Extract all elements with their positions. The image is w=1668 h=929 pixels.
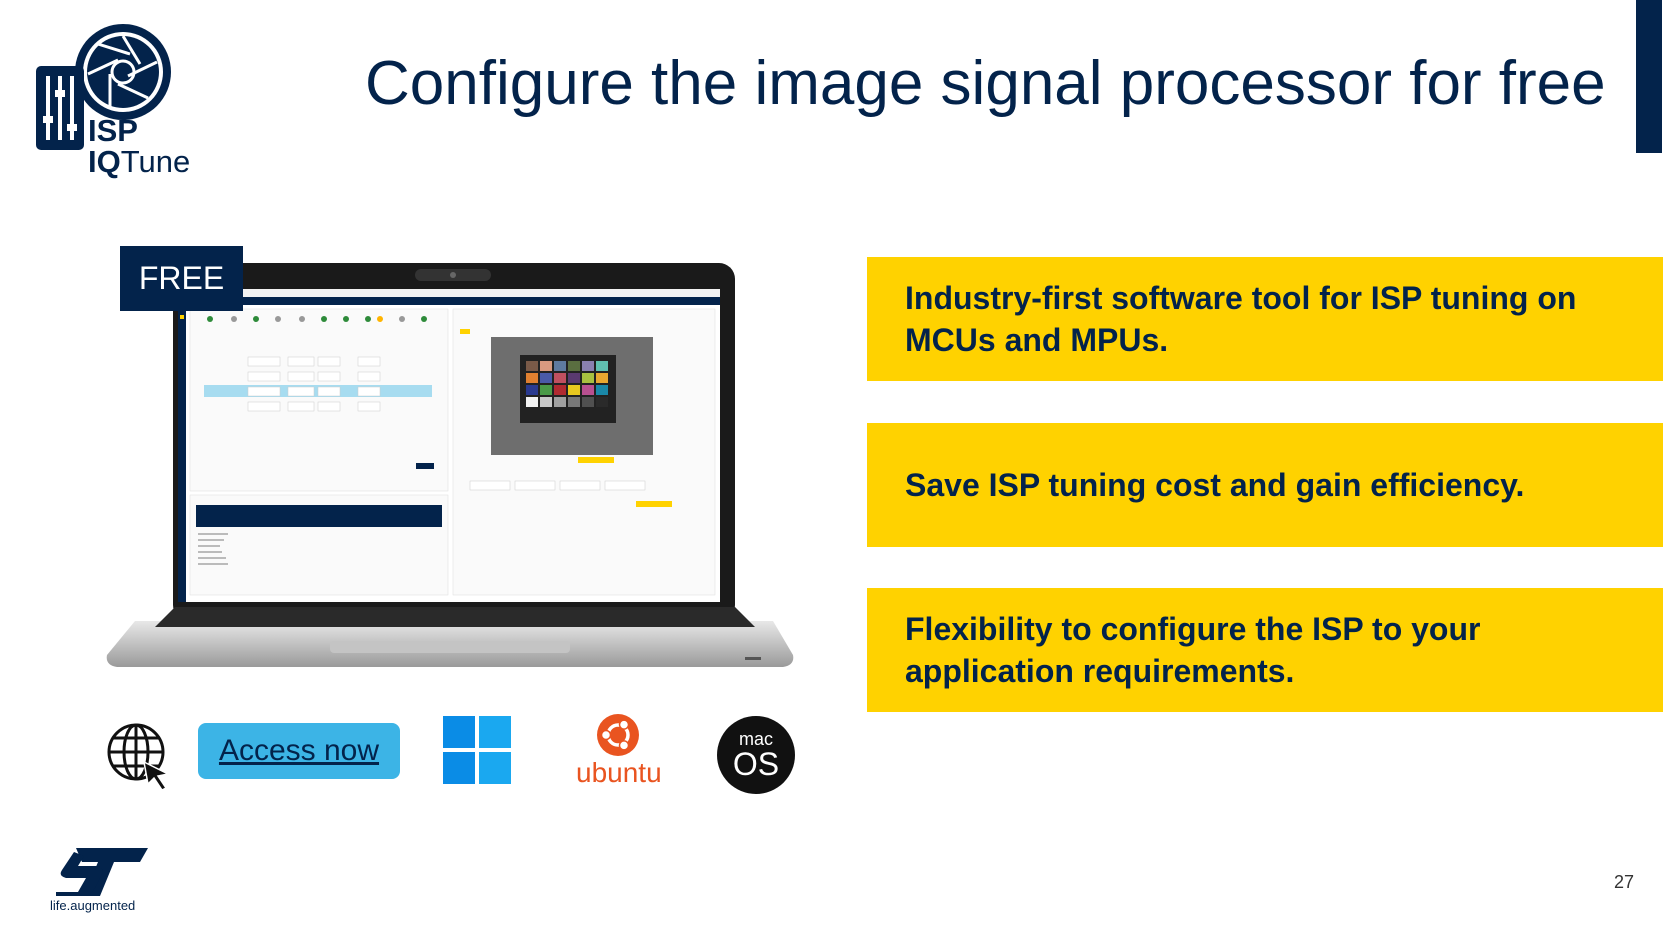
accent-bar <box>1636 0 1662 153</box>
logo-text-isp: ISP <box>88 113 138 148</box>
access-now-link[interactable]: Access now <box>198 723 400 779</box>
feature-text-1a: Industry-first software tool for ISP tun… <box>905 280 1577 316</box>
feature-card-industry-first: Industry-first software tool for ISP tun… <box>867 257 1663 381</box>
feature-text-2: Save ISP tuning cost and gain efficiency… <box>905 467 1525 503</box>
st-tagline: life.augmented <box>50 898 136 913</box>
laptop-screen <box>178 289 720 602</box>
feature-text-3a: Flexibility to configure the ISP to your <box>905 611 1481 647</box>
windows-icon <box>443 716 511 784</box>
st-logo <box>56 848 148 896</box>
camera-aperture-icon <box>75 24 171 120</box>
logo-text-iqtune: IQTune <box>88 144 191 179</box>
feature-card-save-cost: Save ISP tuning cost and gain efficiency… <box>867 423 1663 547</box>
page-number: 27 <box>1614 872 1635 892</box>
sliders-icon <box>36 66 84 150</box>
feature-text-3b: application requirements. <box>905 653 1295 689</box>
free-badge: FREE <box>120 246 243 311</box>
screen-ui-illustration <box>178 289 720 602</box>
macos-icon: mac OS <box>717 716 795 794</box>
slide-title: Configure the image signal processor for… <box>365 49 1606 118</box>
isp-iqtune-logo <box>36 24 171 150</box>
macos-label-bottom: OS <box>732 746 780 782</box>
macos-label-top: mac <box>738 729 773 749</box>
globe-cursor-icon[interactable] <box>106 718 172 790</box>
ubuntu-icon <box>597 714 639 756</box>
feature-text-1b: MCUs and MPUs. <box>905 322 1169 358</box>
ubuntu-label: ubuntu <box>576 757 662 788</box>
feature-card-flexibility: Flexibility to configure the ISP to your… <box>867 588 1663 712</box>
